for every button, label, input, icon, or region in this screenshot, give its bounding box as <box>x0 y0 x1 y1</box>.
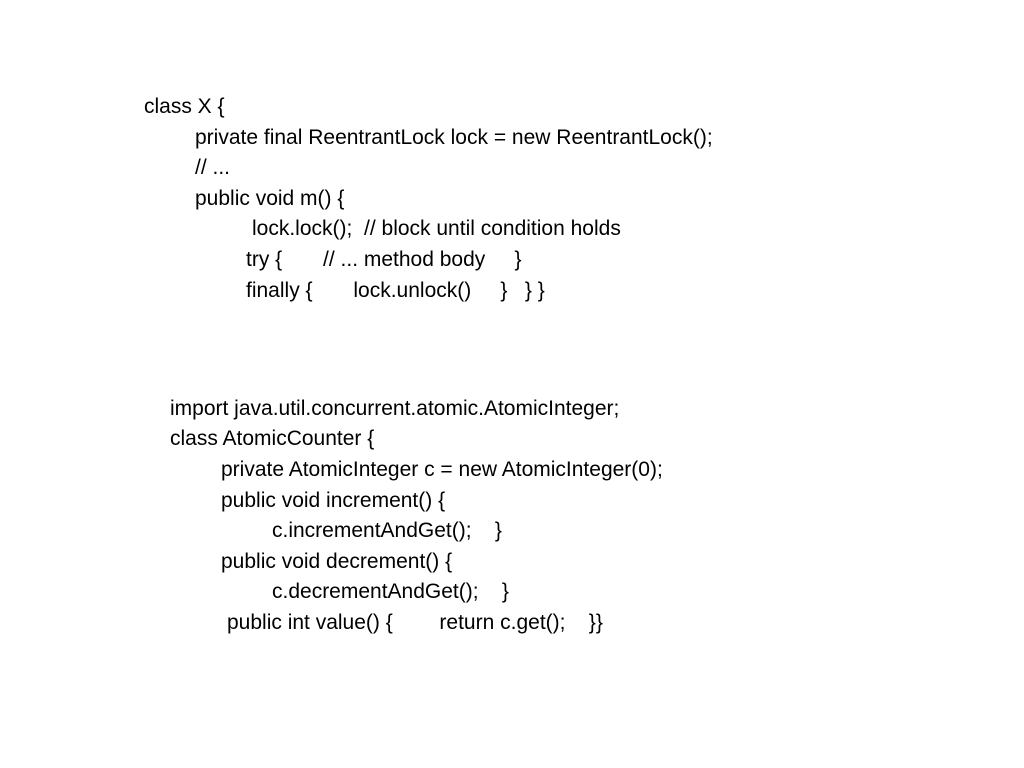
code-line: finally { lock.unlock() } } } <box>246 279 545 302</box>
code-line: public int value() { return c.get(); }} <box>227 611 603 634</box>
code-line: try { // ... method body } <box>246 248 522 271</box>
code-line: private AtomicInteger c = new AtomicInte… <box>221 458 663 481</box>
code-line: c.decrementAndGet(); } <box>272 580 509 603</box>
code-line: public void m() { <box>195 187 345 210</box>
code-line: lock.lock(); // block until condition ho… <box>252 217 621 240</box>
code-line: public void increment() { <box>221 489 446 512</box>
code-line: // ... <box>195 156 231 179</box>
code-line: import java.util.concurrent.atomic.Atomi… <box>170 397 620 420</box>
code-line: class AtomicCounter { <box>170 427 375 450</box>
code-line: class X { <box>144 95 225 118</box>
code-line: public void decrement() { <box>221 550 453 573</box>
code-line: private final ReentrantLock lock = new R… <box>195 126 713 149</box>
code-line: c.incrementAndGet(); } <box>272 519 502 542</box>
